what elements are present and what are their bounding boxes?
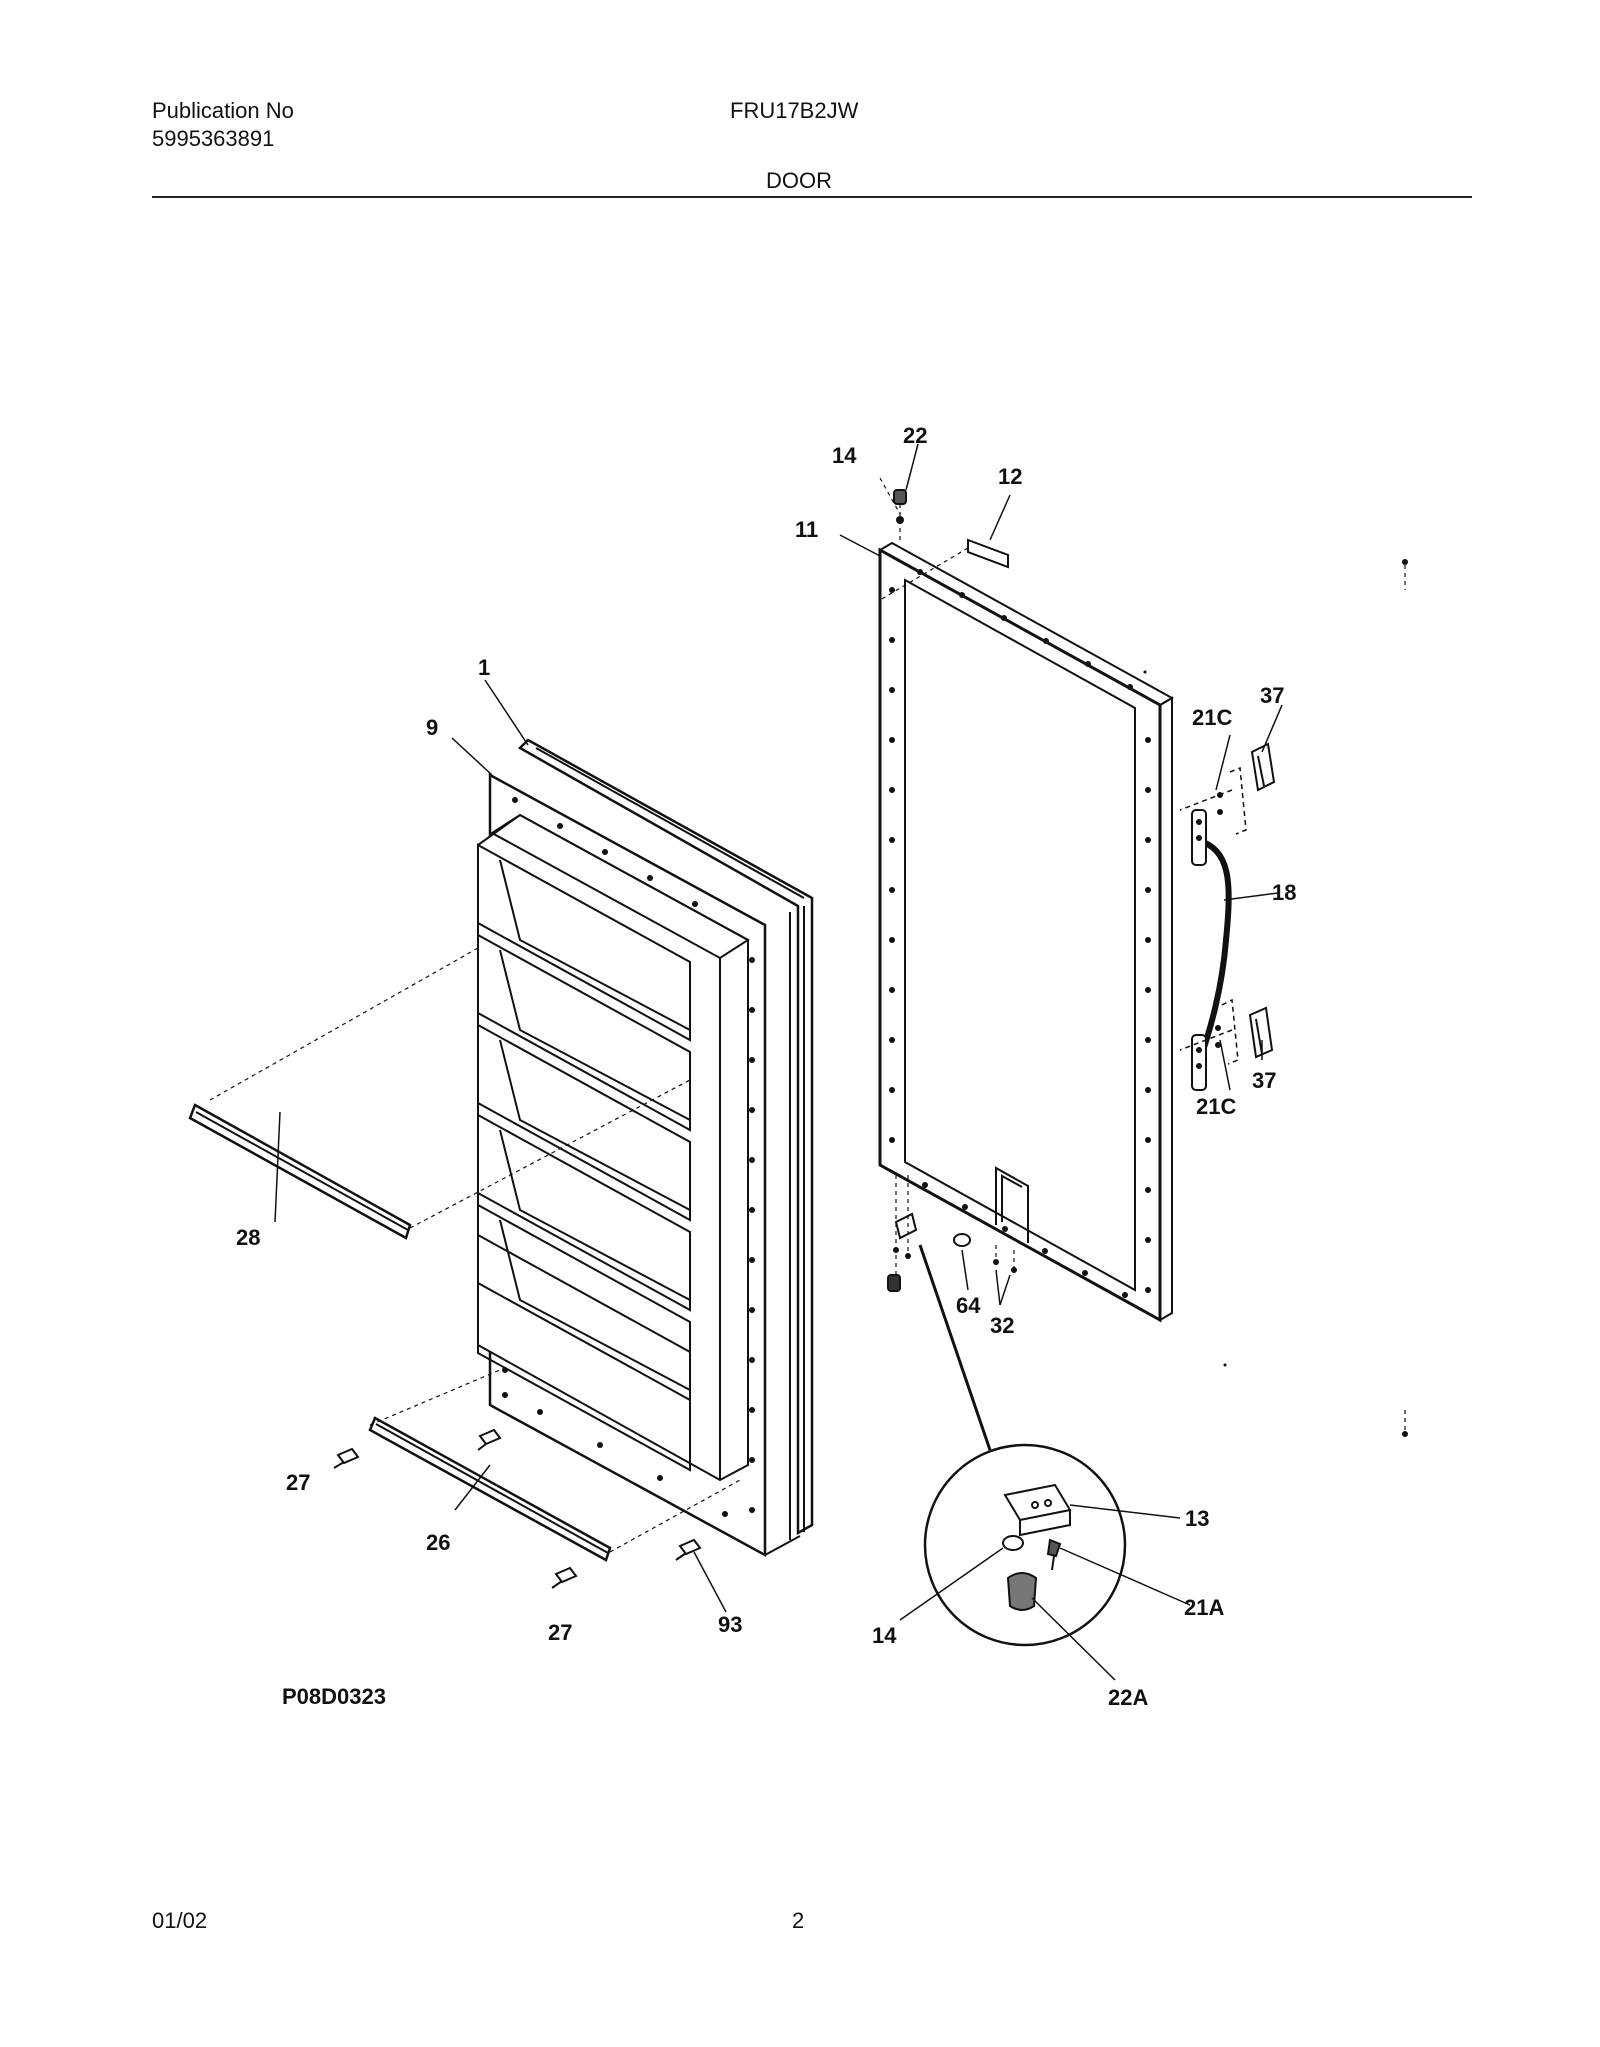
header-rule bbox=[152, 196, 1472, 198]
callout-21a: 21A bbox=[1184, 1595, 1224, 1620]
part-12-label bbox=[967, 538, 1009, 569]
callout-21c-bottom: 21C bbox=[1196, 1094, 1236, 1119]
part-27-mid-screw bbox=[477, 1428, 502, 1451]
footer-page-number: 2 bbox=[792, 1908, 805, 1933]
part-93-screw bbox=[675, 1538, 702, 1561]
callout-27-left: 27 bbox=[286, 1470, 310, 1495]
callout-26: 26 bbox=[426, 1530, 450, 1555]
callout-27-bottom: 27 bbox=[548, 1620, 572, 1645]
part-37-bottom-cap bbox=[1248, 1006, 1274, 1059]
callout-93: 93 bbox=[718, 1612, 742, 1637]
publication-label: Publication No bbox=[152, 98, 294, 123]
callout-18: 18 bbox=[1272, 880, 1296, 905]
callout-37-top: 37 bbox=[1260, 683, 1284, 708]
part-18-handle bbox=[1191, 809, 1232, 1091]
part-37-top-cap bbox=[1250, 742, 1276, 792]
callout-12: 12 bbox=[998, 464, 1022, 489]
detail-leader-line bbox=[918, 1244, 992, 1451]
callout-9: 9 bbox=[426, 715, 438, 740]
callout-1: 1 bbox=[478, 655, 490, 680]
hinge-detail-circle bbox=[923, 1443, 1127, 1647]
footer-date: 01/02 bbox=[152, 1908, 208, 1933]
callout-22: 22 bbox=[903, 423, 927, 448]
callout-21c-top: 21C bbox=[1192, 705, 1232, 730]
part-28-shelf-rail bbox=[188, 1103, 412, 1240]
publication-number: 5995363891 bbox=[152, 126, 275, 151]
bottom-hinge-parts bbox=[887, 1212, 1017, 1292]
part-27-left-screw bbox=[333, 1447, 360, 1469]
callout-37-bottom: 37 bbox=[1252, 1068, 1276, 1093]
part-27-bottom-screw bbox=[551, 1566, 578, 1589]
figure-code: P08D0323 bbox=[282, 1684, 386, 1709]
callout-22a: 22A bbox=[1108, 1685, 1148, 1710]
callout-11: 11 bbox=[795, 517, 818, 542]
callout-14-detail: 14 bbox=[872, 1623, 897, 1648]
door-outer-panel bbox=[877, 541, 1175, 1323]
door-inner-liner bbox=[477, 738, 814, 1558]
callout-28: 28 bbox=[236, 1225, 260, 1250]
callout-64: 64 bbox=[956, 1293, 981, 1318]
callout-14-top: 14 bbox=[832, 443, 857, 468]
model-number: FRU17B2JW bbox=[730, 98, 859, 123]
part-26-bottom-rail bbox=[368, 1416, 612, 1562]
callout-13: 13 bbox=[1185, 1506, 1209, 1531]
callout-32: 32 bbox=[990, 1313, 1014, 1338]
section-title: DOOR bbox=[766, 168, 832, 193]
